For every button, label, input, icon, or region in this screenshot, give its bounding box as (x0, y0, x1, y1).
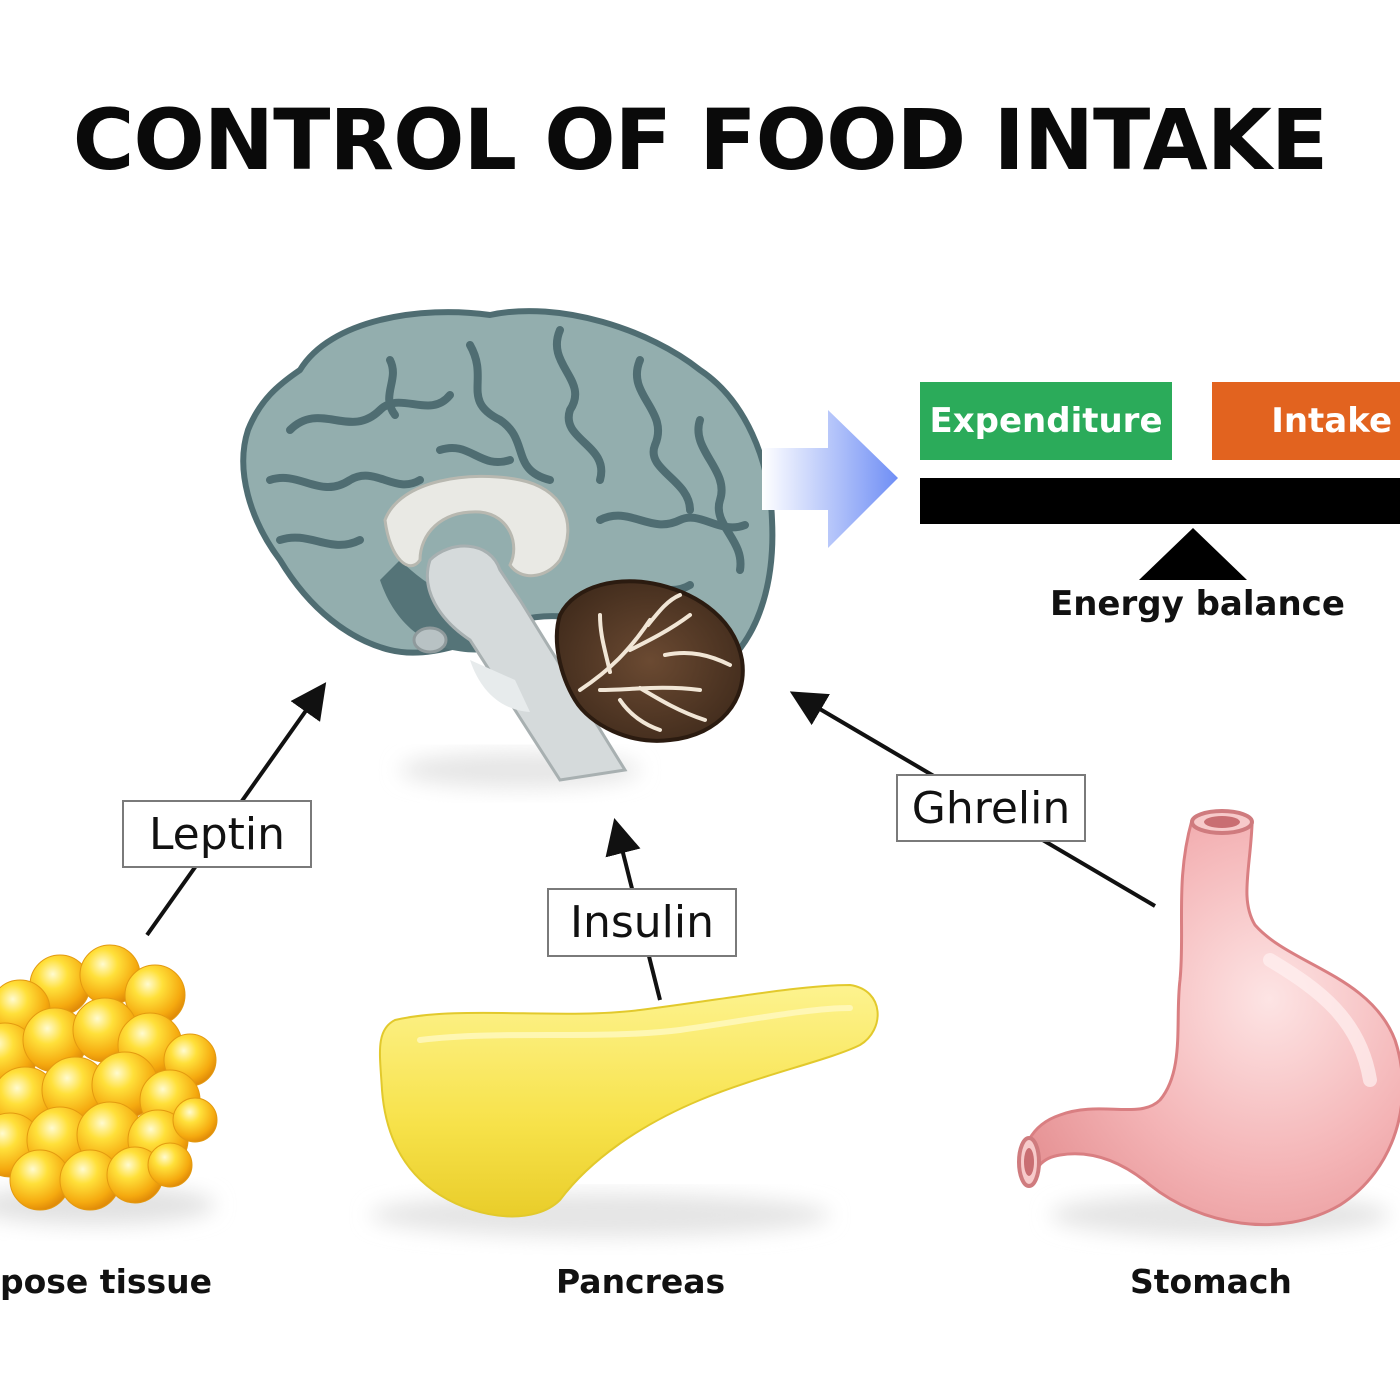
pancreas-label: Pancreas (556, 1262, 726, 1301)
expenditure-label: Expenditure (929, 401, 1163, 441)
brain-icon (240, 308, 776, 788)
adipose-tissue-icon (0, 944, 218, 1225)
stomach-icon (1017, 809, 1400, 1237)
right-arrow-icon (762, 410, 898, 548)
cerebellum (554, 579, 745, 743)
stomach-label: Stomach (1130, 1262, 1292, 1301)
intake-label: Intake (1271, 401, 1392, 441)
energy-balance-label: Energy balance (1050, 584, 1345, 624)
pancreas-icon (370, 983, 879, 1237)
fulcrum (1139, 528, 1247, 580)
fat-cell (147, 1142, 193, 1188)
balance-beam (920, 478, 1400, 524)
fat-cell (172, 1097, 218, 1143)
adipose-tissue-label: pose tissue (0, 1262, 213, 1301)
scale-icon (920, 382, 1400, 580)
page-title: CONTROL OF FOOD INTAKE (72, 91, 1329, 189)
insulin-box: Insulin (547, 888, 737, 957)
leptin-box: Leptin (122, 800, 312, 868)
intake-bar (1212, 382, 1400, 460)
ghrelin-box: Ghrelin (896, 774, 1086, 842)
expenditure-bar (920, 382, 1172, 460)
